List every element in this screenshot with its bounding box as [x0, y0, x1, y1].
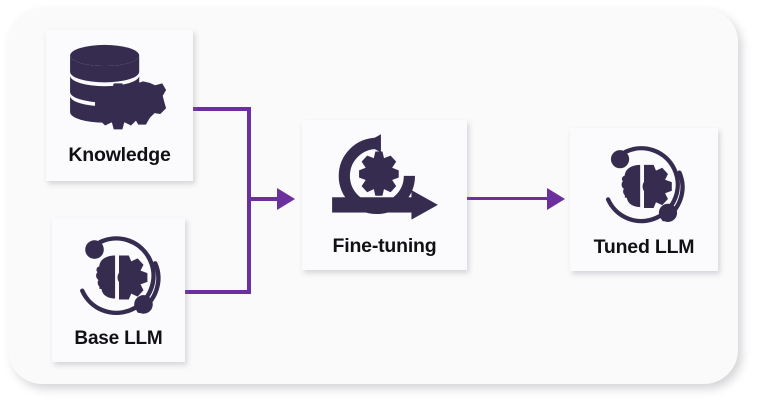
database-gears-icon: [69, 44, 166, 130]
connector-junction-to-fine-tuning: [251, 197, 279, 201]
node-knowledge-icon-wrap: [46, 38, 193, 144]
arrowhead-into-tuned-llm: [547, 188, 565, 210]
node-base-llm[interactable]: Base LLM: [52, 218, 185, 362]
node-fine-tuning-label: Fine-tuning: [332, 235, 437, 257]
node-tuned-llm-label: Tuned LLM: [593, 236, 695, 258]
node-tuned-llm-icon-wrap: [570, 136, 718, 236]
arrowhead-into-fine-tuning: [277, 188, 295, 210]
node-fine-tuning[interactable]: Fine-tuning: [302, 120, 467, 270]
connector-base-llm-to-junction: [185, 290, 251, 294]
brain-gear-orbit-icon: [79, 236, 161, 315]
brain-gear-orbit-icon: [605, 146, 685, 224]
node-fine-tuning-icon-wrap: [302, 126, 467, 235]
node-knowledge-label: Knowledge: [68, 144, 171, 166]
node-base-llm-label: Base LLM: [74, 328, 163, 349]
connector-knowledge-to-junction: [193, 107, 251, 111]
node-base-llm-icon-wrap: [52, 226, 185, 328]
node-tuned-llm[interactable]: Tuned LLM: [570, 128, 718, 271]
node-knowledge[interactable]: Knowledge: [46, 30, 193, 181]
connector-fine-tuning-to-tuned-llm: [467, 197, 549, 200]
connector-junction-vertical: [247, 107, 251, 294]
refresh-gear-arrow-icon: [331, 133, 438, 220]
